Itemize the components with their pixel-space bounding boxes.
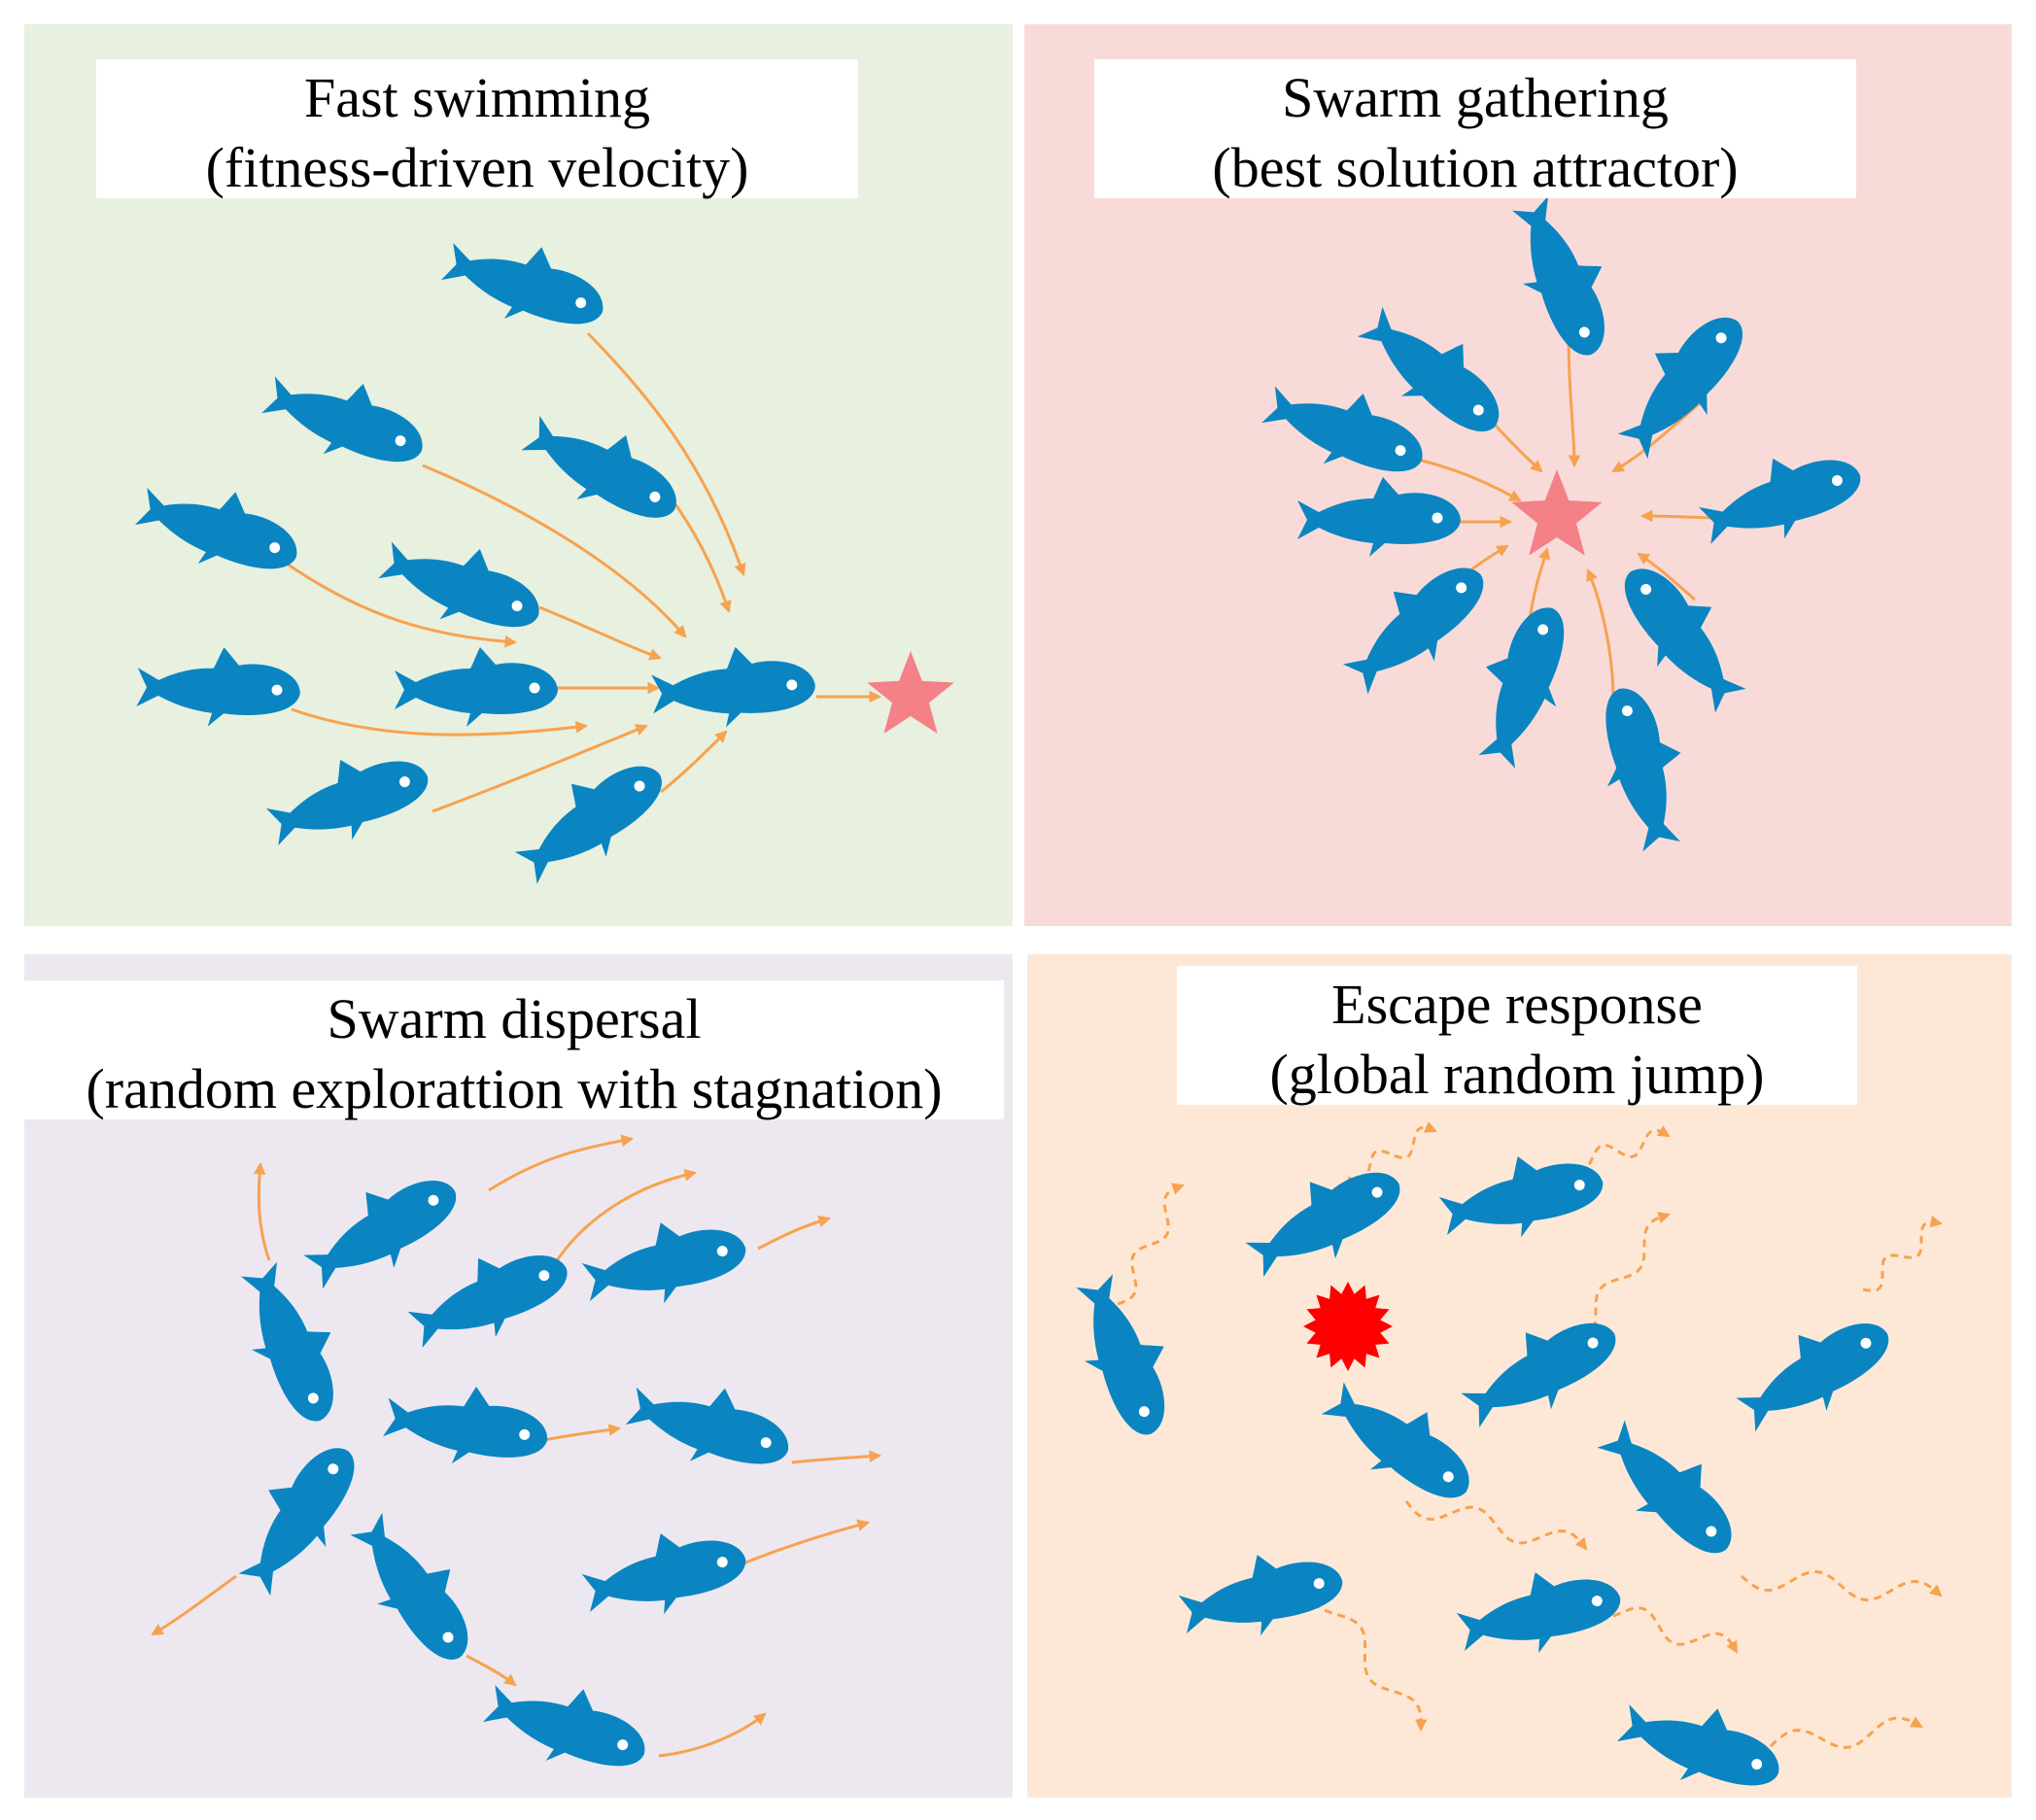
fish-icon <box>1583 677 1704 856</box>
arrow <box>1566 1125 1671 1174</box>
fish-icon <box>380 1374 554 1477</box>
fish-icon <box>512 395 695 542</box>
arrow <box>1347 1121 1437 1184</box>
arrow <box>658 1712 767 1758</box>
fish-icon <box>1601 545 1765 724</box>
arrow <box>422 464 687 638</box>
fish-icon <box>1346 289 1523 456</box>
title-line-2: (global random jump) <box>1269 1043 1765 1106</box>
diagram-escape-response <box>1059 1121 1944 1798</box>
fish-icon <box>1328 541 1504 708</box>
panel-fast-swimming: Fast swimming (fitness-driven velocity) <box>24 24 1013 926</box>
arrow <box>586 331 746 576</box>
fish-icon <box>256 354 436 486</box>
arrow <box>291 707 589 737</box>
arrow <box>1307 1575 1428 1733</box>
arrow <box>1721 1716 1923 1762</box>
fish-icon <box>1311 1362 1492 1523</box>
fish-icon <box>1450 1295 1633 1443</box>
title-line-2: (fitness-driven velocity) <box>205 136 749 199</box>
arrow <box>151 1574 237 1636</box>
fish-icon <box>1611 1682 1792 1798</box>
title-line-1: Swarm gathering <box>1282 66 1669 129</box>
arrow <box>1567 336 1581 468</box>
panel-escape-response: Escape response (global random jump) <box>1027 954 2012 1798</box>
star-icon <box>1511 469 1603 556</box>
fish-icon <box>1256 363 1436 496</box>
fish-icon <box>1173 1538 1351 1651</box>
fish-icon <box>259 736 439 863</box>
arrow <box>1404 1500 1588 1551</box>
fish-icon <box>398 1228 581 1364</box>
fish-icon <box>1724 1295 1906 1447</box>
fish-icon <box>292 1152 473 1304</box>
fish-icon <box>576 1517 754 1630</box>
title-line-2: (best solution attractor) <box>1212 136 1739 199</box>
arrow <box>1637 552 1696 601</box>
fish-icon <box>219 1425 379 1606</box>
title-line-1: Swarm dispersal <box>327 987 702 1050</box>
title-line-1: Fast swimming <box>303 66 651 129</box>
fish-icon <box>335 1498 496 1679</box>
diagram-swarm-gathering <box>1256 187 1872 856</box>
panel-swarm-gathering: Swarm gathering (best solution attractor… <box>1024 24 2012 926</box>
fish-icon <box>1456 594 1588 774</box>
arrow <box>660 730 728 794</box>
star-icon <box>867 651 954 734</box>
fish-icon <box>135 644 302 730</box>
fish-icon <box>224 1253 361 1435</box>
panel-title: Fast swimming (fitness-driven velocity) <box>96 59 858 199</box>
fish-icon <box>1600 293 1767 470</box>
fish-icon <box>620 1364 800 1487</box>
fish-icon <box>129 465 310 593</box>
arrow <box>1862 1215 1944 1292</box>
fish-icon <box>576 1206 754 1319</box>
diagram-swarm-dispersal <box>151 1134 882 1790</box>
arrow <box>552 1169 698 1266</box>
arrow <box>543 1424 622 1442</box>
fish-icon <box>1451 1556 1629 1668</box>
diagram-fast-swimming <box>129 221 954 899</box>
fish-icon <box>395 647 558 727</box>
fish-icon <box>477 1663 658 1790</box>
arrow <box>286 562 518 648</box>
arrow <box>664 490 732 613</box>
fish-icon <box>1234 1145 1417 1292</box>
fish-icon <box>1584 1403 1757 1576</box>
arrow <box>538 605 662 661</box>
arrow <box>253 1161 271 1261</box>
panel-title: Swarm gathering (best solution attractor… <box>1094 59 1856 199</box>
panel-title: Swarm dispersal (random explorattion wit… <box>24 980 1004 1120</box>
fish-icon <box>1297 477 1461 557</box>
fish-icon <box>1433 1140 1611 1253</box>
arrow <box>1528 546 1551 620</box>
title-line-1: Escape response <box>1331 973 1703 1036</box>
fish-icon <box>1059 1266 1191 1447</box>
panel-title: Escape response (global random jump) <box>1177 966 1857 1106</box>
burst-icon <box>1303 1282 1393 1371</box>
fish-icon <box>649 642 817 732</box>
fish-icon <box>1496 187 1632 369</box>
fish-icon <box>372 519 553 651</box>
arrow <box>1117 1183 1185 1306</box>
arrow <box>431 724 648 813</box>
arrow <box>488 1134 635 1192</box>
fish-icon <box>1691 434 1872 562</box>
fish-icon <box>500 738 681 899</box>
fish-icon <box>435 221 616 348</box>
title-line-2: (random explorattion with stagnation) <box>86 1057 943 1120</box>
arrow <box>1741 1569 1943 1602</box>
arrow <box>1586 568 1615 696</box>
arrow <box>466 1654 517 1687</box>
arrow <box>757 1215 832 1251</box>
arrow <box>791 1450 882 1464</box>
panel-swarm-dispersal: Swarm dispersal (random explorattion wit… <box>24 954 1013 1798</box>
arrow <box>728 1519 871 1571</box>
